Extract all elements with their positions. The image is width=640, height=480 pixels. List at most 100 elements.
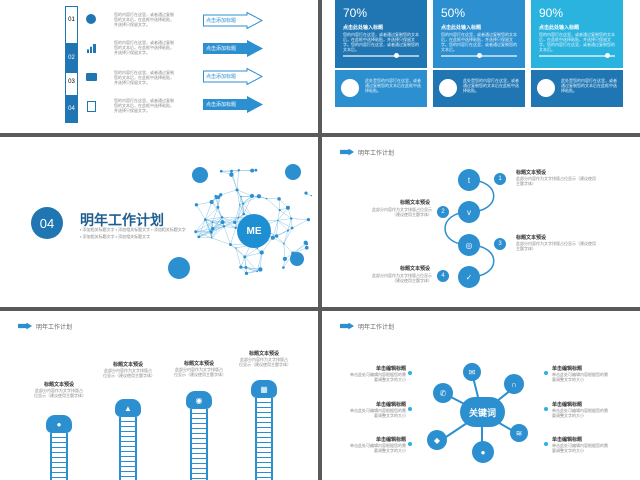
row-number-02: 02 [66, 43, 77, 73]
step-desc-4: 此部分内容作为文字排版占位显示（建议使用主题字体） [372, 273, 432, 283]
row-number-01: 01 [68, 17, 75, 23]
right-item-desc-2: 单击此处可编辑内容根据您的需要调整文字的大小 [552, 408, 608, 418]
add-title-button-2[interactable]: 点击添加标题 [203, 40, 263, 57]
progress-card-2[interactable]: 50% 点击此处输入标题 您的内容打在这里，或者通过复制您的文本后，在此框中选择… [433, 0, 525, 107]
network-node [244, 265, 248, 269]
network-node [210, 231, 213, 234]
network-edge [221, 170, 239, 172]
network-edge [291, 218, 309, 220]
add-title-button-3[interactable]: 点击添加标题 [203, 68, 263, 85]
ladder-step-title-4: 标题文本预设 [248, 351, 279, 357]
progress-card-1[interactable]: 70% 点击此处输入标题 您的内容打在这里，或者通过复制您的文本后，在此框中选择… [335, 0, 427, 107]
network-edge [278, 198, 289, 208]
slide-6[interactable]: 明年工作计划 关键词 ✆ ✉ ∩ ◆ ● ≋ 单击编辑标题 单击此处可编辑内容根… [322, 311, 640, 480]
slide-3[interactable]: 04 明年工作计划 ▪ 添加相关标题文字 ▪ 添加相关标题文字 ▪ 添加相关标题… [0, 137, 318, 307]
slide-2[interactable]: 70% 点击此处输入标题 您的内容打在这里，或者通过复制您的文本后，在此框中选择… [322, 0, 640, 133]
ladder-step-title-2: 标题文本预设 [112, 362, 143, 368]
add-title-button-4[interactable]: 点击添加标题 [203, 96, 263, 113]
network-edge [287, 218, 292, 231]
network-edge [236, 189, 253, 197]
wifi-icon: ≋ [510, 424, 528, 442]
network-edge [257, 252, 262, 272]
network-node [256, 194, 262, 199]
network-edge [260, 252, 262, 270]
add-title-button-1[interactable]: 点击添加标题 [203, 12, 263, 29]
briefcase-icon [86, 73, 97, 81]
vimeo-icon: v [458, 201, 480, 223]
ladder-step-title-1: 标题文本预设 [43, 382, 74, 388]
network-edge [272, 220, 278, 238]
network-node-large [285, 164, 301, 180]
network-edge [195, 231, 212, 233]
cart-icon: ▲ [115, 399, 141, 417]
network-edge [198, 222, 213, 238]
bullet-line-1: ▪ 添加相关标题文字 ▪ 添加相关标题文字 ▪ 添加相关标题文字 [80, 227, 186, 232]
network-node [237, 169, 240, 172]
right-dot-3 [544, 442, 548, 446]
card-bottom: 此处是您的内容打在这里，或者通过复制您的文本后在此框中选择粘贴。 [335, 70, 427, 107]
network-node [239, 265, 243, 269]
network-node [256, 247, 258, 249]
network-node [237, 216, 240, 219]
network-edge [277, 207, 289, 221]
network-edge [293, 243, 307, 254]
progress-track [539, 55, 615, 57]
right-dot-2 [544, 407, 548, 411]
phone-icon: ✆ [433, 383, 453, 403]
progress-card-3[interactable]: 90% 点击此处输入标题 您的内容打在这里，或者通过复制您的文本后，在此框中选择… [531, 0, 623, 107]
network-edge [198, 228, 213, 238]
network-edge [212, 207, 219, 223]
network-node [244, 271, 249, 276]
ladder-4 [255, 398, 273, 480]
card-title: 点击此处输入标题 [539, 25, 580, 31]
network-edge [230, 244, 245, 257]
ladder-step-desc-2: 此部分内容作为文字排版占位显示（建议使用主题字体） [103, 368, 155, 378]
network-edge [230, 227, 236, 245]
network-node [277, 219, 279, 222]
network-node [229, 172, 234, 177]
network-edge [272, 237, 284, 244]
slide-4[interactable]: 明年工作计划 t v ◎ ✓ 1 2 3 4 标题文本预设 此部分内容作为文字排… [322, 137, 640, 307]
network-node [304, 191, 308, 195]
slide-5[interactable]: 明年工作计划 标题文本预设 此部分内容作为文字排版占位显示（建议使用主题字体） … [0, 311, 318, 480]
left-item-title-3: 单击编辑标题 [375, 437, 406, 443]
network-edge [211, 222, 223, 233]
person-icon: ● [46, 415, 72, 433]
network-node [219, 169, 223, 173]
right-item-desc-3: 单击此处可编辑内容根据您的需要调整文字的大小 [552, 443, 608, 453]
left-item-desc-3: 单击此处可编辑内容根据您的需要调整文字的大小 [350, 443, 406, 453]
twitter-icon: t [458, 169, 480, 191]
network-edge [279, 209, 292, 219]
network-node [234, 226, 237, 230]
network-edge [211, 237, 231, 245]
network-edge [245, 267, 261, 270]
ladder-3 [190, 409, 208, 480]
network-node [235, 247, 237, 249]
network-edge [261, 237, 273, 253]
network-node [230, 169, 234, 173]
card-bottom-text: 此处是您的内容打在这里，或者通过复制您的文本后在此框中选择粘贴。 [463, 78, 519, 93]
mail-icon: ✉ [463, 363, 481, 381]
row-number-04: 04 [66, 95, 77, 122]
network-edge [195, 231, 212, 239]
network-node [256, 270, 259, 273]
slide-header: 明年工作计划 [18, 320, 72, 332]
card-top: 70% 点击此处输入标题 您的内容打在这里，或者通过复制您的文本后，在此框中选择… [335, 0, 427, 68]
slide-1[interactable]: 01 02 03 04 您的内容打在这里，或者通过复制您的文本后，在此框中选择粘… [0, 0, 318, 133]
network-edge [266, 198, 280, 211]
network-edge [236, 189, 240, 206]
network-node [197, 235, 201, 239]
network-edge [205, 219, 212, 238]
network-node-large [192, 167, 208, 183]
network-edge [244, 256, 247, 274]
step-number-4: 4 [437, 270, 449, 282]
slide-header: 明年工作计划 [340, 146, 394, 158]
network-edge [238, 205, 240, 218]
network-edge [212, 226, 225, 229]
left-dot-3 [408, 442, 412, 446]
network-edge [293, 242, 306, 254]
network-node-large [290, 252, 304, 266]
step-desc-2: 此部分内容作为文字排版占位显示（建议使用主题字体） [372, 207, 432, 217]
network-node [277, 197, 281, 201]
progress-knob [393, 53, 399, 58]
